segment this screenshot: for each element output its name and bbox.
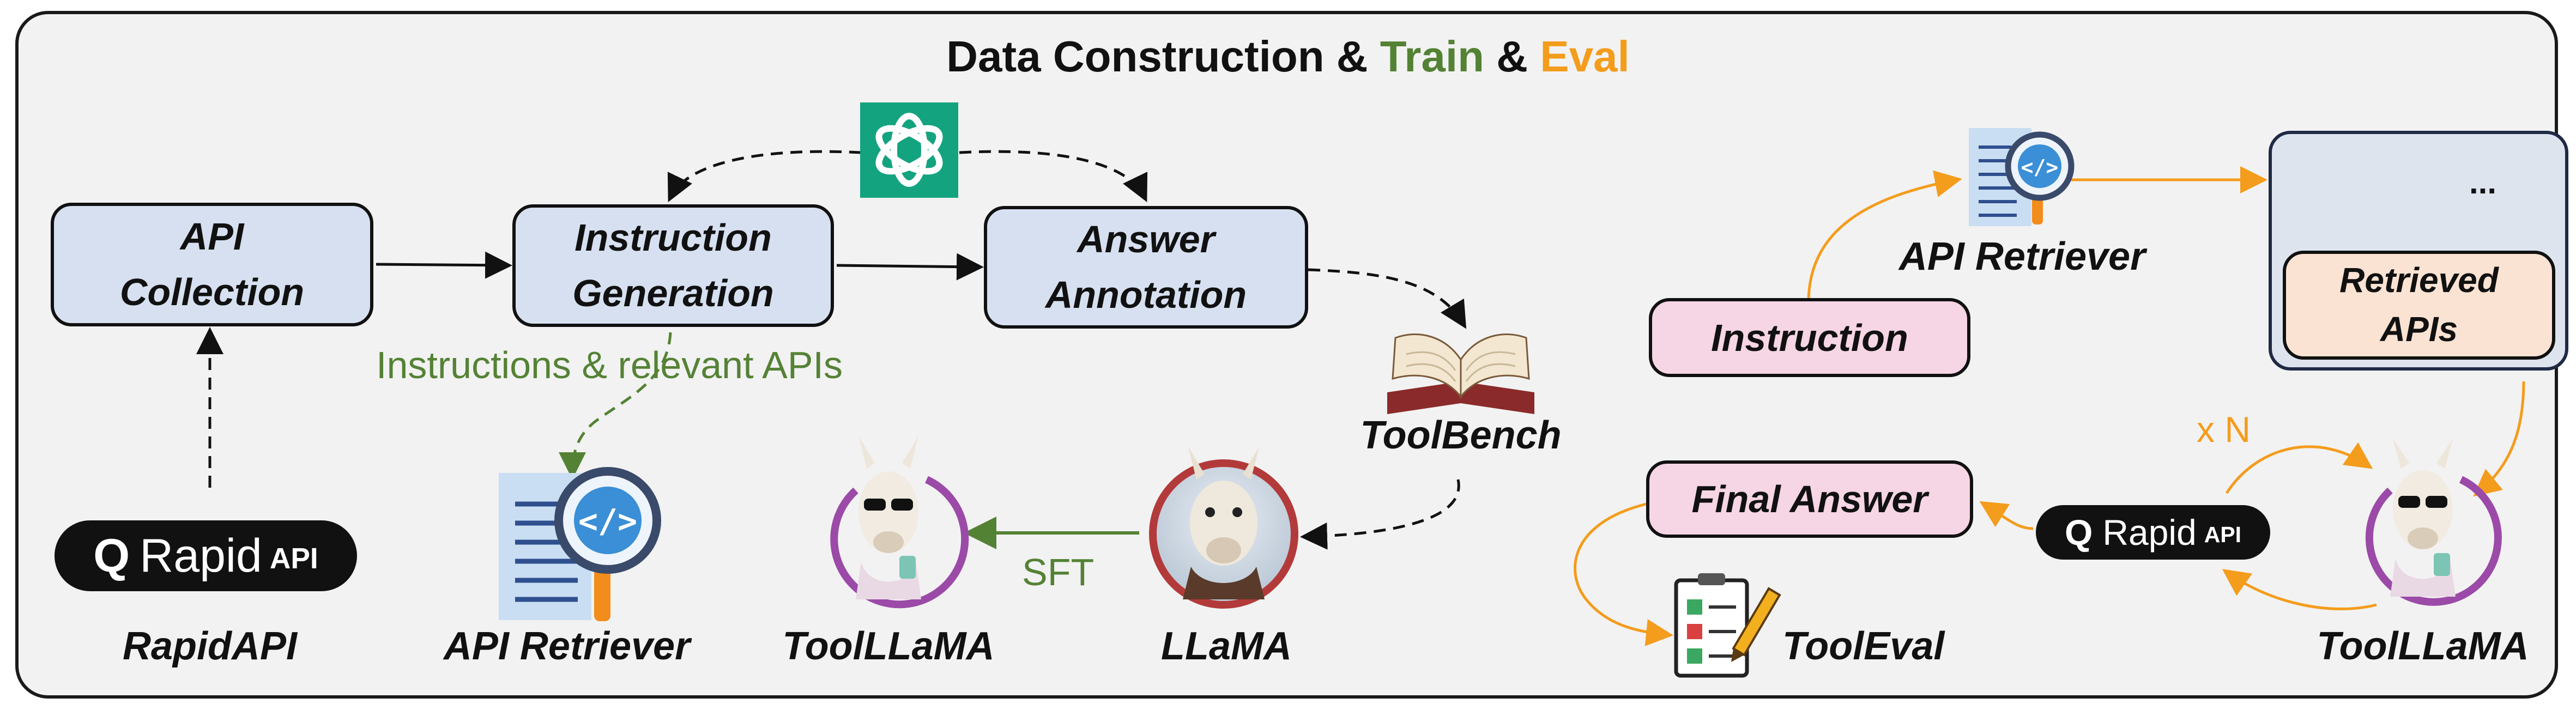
answer-annotation-box: Answer Annotation — [984, 206, 1308, 329]
rapidapi-logo-suffix-right: API — [2204, 522, 2241, 547]
repeat-n-label: x N — [2197, 409, 2251, 450]
arrow-apis-to-toolllama — [2473, 381, 2525, 497]
instruction-text: Instruction — [1711, 316, 1908, 359]
title-amp: & — [1484, 32, 1540, 81]
pencil-icon — [1731, 587, 1781, 662]
retrieved-apis-box: Retrieved APIs — [2283, 251, 2555, 360]
instruction-generation-box: Instruction Generation — [512, 204, 834, 327]
rapidapi-logo-icon: Q — [93, 529, 130, 582]
api-retriever-label-left: API Retriever — [443, 624, 691, 668]
openai-logo-icon — [860, 102, 958, 198]
title-part1: Data Construction & — [946, 32, 1380, 81]
rapidapi-label: RapidAPI — [122, 624, 298, 668]
rapidapi-logo-word-right: Rapid — [2102, 512, 2197, 553]
toolllama-label-right: ToolLLaMA — [2317, 624, 2529, 668]
arrow-toolllama-loop-up — [2225, 442, 2373, 494]
arrow-openai-to-annotation — [959, 150, 1148, 202]
retriever-document-icon-right: </> — [1969, 128, 2075, 226]
toolllama-label-left: ToolLLaMA — [782, 624, 995, 668]
retriever-document-icon-left: </> — [499, 467, 661, 621]
rapidapi-logo-suffix: API — [269, 543, 318, 575]
tooleval-label: ToolEval — [1782, 624, 1945, 668]
title-train: Train — [1380, 32, 1484, 81]
llama-avatar-icon — [1149, 447, 1298, 609]
rapidapi-logo-icon-right: Q — [2065, 512, 2093, 553]
arrow-toolllama-loop-down — [2222, 569, 2377, 610]
arrow-generation-to-retriever — [559, 332, 672, 480]
arrow-generation-to-annotation — [836, 253, 984, 281]
api-collection-box: API Collection — [51, 203, 373, 326]
checklist-icon — [1674, 573, 1749, 678]
instruction-generation-text: Instruction Generation — [572, 216, 774, 314]
toolbench-label: ToolBench — [1360, 414, 1562, 457]
retrieved-apis-text: Retrieved APIs — [2339, 260, 2499, 349]
sft-label: SFT — [1022, 551, 1095, 593]
llama-label: LLaMA — [1161, 624, 1292, 668]
diagram-title: Data Construction & Train & Eval — [0, 32, 2576, 82]
svg-text:</>: </> — [2021, 155, 2059, 179]
rapidapi-logo-word: Rapid — [140, 529, 262, 582]
final-answer-text: Final Answer — [1691, 478, 1928, 520]
toolllama-avatar-icon-left — [830, 436, 969, 609]
api-collection-text: API Collection — [119, 215, 305, 313]
api-retriever-label-right: API Retriever — [1898, 235, 2146, 278]
arrow-toolbench-to-llama — [1300, 479, 1460, 550]
instructions-relevant-apis-label: Instructions & relevant APIs — [376, 344, 843, 386]
arrow-instruction-to-retriever — [1807, 170, 1962, 303]
arrow-collection-to-generation — [376, 251, 512, 279]
instruction-box: Instruction — [1649, 298, 1970, 377]
toolllama-avatar-icon-right — [2365, 439, 2502, 606]
final-answer-box: Final Answer — [1646, 460, 1973, 538]
arrow-final-to-tooleval — [1574, 502, 1673, 646]
book-icon — [1387, 333, 1534, 414]
arrow-annotation-to-toolbench — [1308, 268, 1467, 329]
title-eval: Eval — [1540, 32, 1630, 81]
answer-annotation-text: Answer Annotation — [1045, 218, 1247, 316]
arrow-rapid-to-final — [1979, 501, 2034, 530]
more-apis-ellipsis: ... — [2469, 164, 2497, 201]
diagram-panel — [15, 11, 2558, 699]
arrow-openai-to-generation — [667, 150, 862, 202]
svg-text:</>: </> — [578, 502, 637, 541]
rapidapi-logo-right: Q Rapid API — [2036, 505, 2270, 560]
